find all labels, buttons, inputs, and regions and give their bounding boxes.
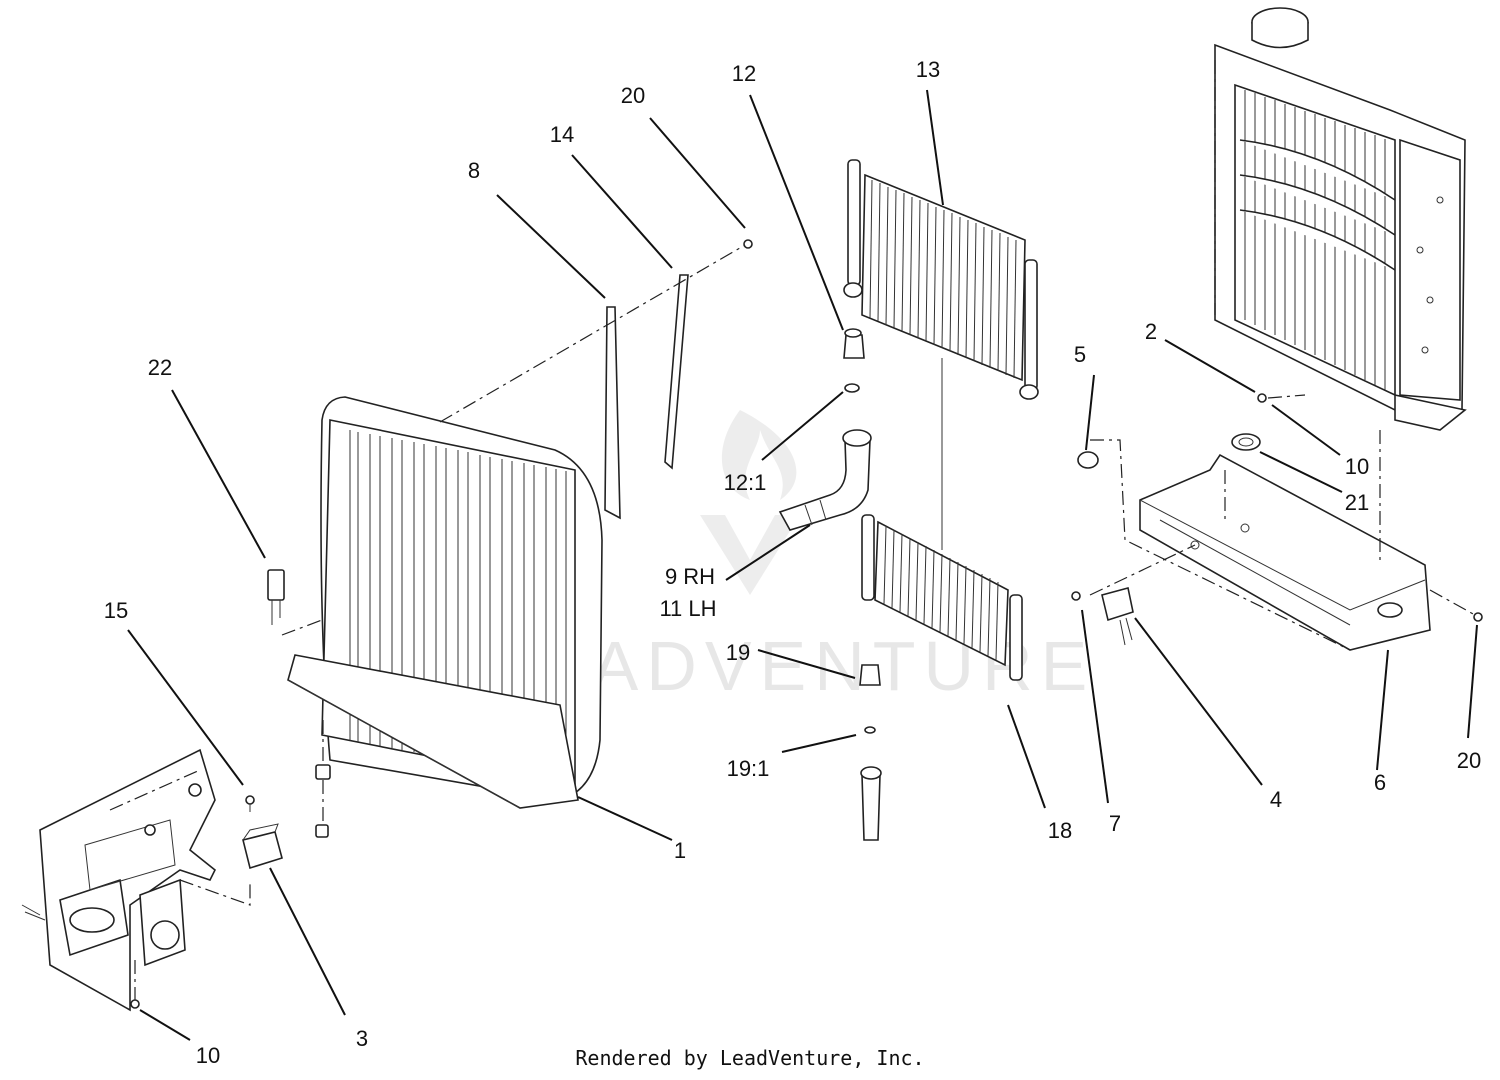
callout-5: 5 xyxy=(1074,342,1086,367)
grommet-21 xyxy=(1231,433,1261,451)
callout-19-1: 19:1 xyxy=(727,756,770,781)
relay-part-3 xyxy=(242,823,283,870)
fitting-12 xyxy=(843,328,865,359)
callout-6: 6 xyxy=(1374,770,1386,795)
frame-bracket xyxy=(21,748,251,1012)
callout-3: 3 xyxy=(356,1026,368,1051)
radiator xyxy=(1214,7,1467,431)
o-ring-12-1 xyxy=(844,383,860,393)
screw-15 xyxy=(245,795,255,812)
callout-19: 19 xyxy=(726,640,750,665)
grille-centerline xyxy=(439,244,746,423)
callout-11-lh: 11 LH xyxy=(659,596,716,621)
callout-22: 22 xyxy=(148,355,172,380)
callout-13: 13 xyxy=(916,57,940,82)
o-ring-19-1 xyxy=(864,726,876,734)
screw-20-right xyxy=(1429,589,1483,622)
watermark-flame-icon xyxy=(700,410,800,595)
callout-8: 8 xyxy=(468,158,480,183)
nut-10-lower xyxy=(130,999,140,1009)
hose-9-11 xyxy=(778,429,872,531)
hose-lower xyxy=(860,766,882,841)
callout-15: 15 xyxy=(104,598,128,623)
callout-10-lower: 10 xyxy=(196,1043,220,1068)
callout-2: 2 xyxy=(1145,319,1157,344)
callout-7: 7 xyxy=(1109,811,1121,836)
seal-strip-8 xyxy=(604,306,621,520)
callout-10-upper: 10 xyxy=(1345,454,1369,479)
screw-7 xyxy=(1071,591,1081,601)
leader-lines xyxy=(127,89,1478,1041)
grille-nut xyxy=(315,720,331,838)
credit-text: Rendered by LeadVenture, Inc. xyxy=(575,1046,924,1070)
callout-20-top: 20 xyxy=(621,83,645,108)
fitting-19 xyxy=(859,664,881,686)
callout-18: 18 xyxy=(1048,818,1072,843)
oil-cooler-18 xyxy=(861,514,1023,681)
nut-10-upper xyxy=(1257,393,1306,403)
latch-part-22 xyxy=(267,569,323,636)
callout-9-rh: 9 RH xyxy=(665,564,715,589)
callout-20-right: 20 xyxy=(1457,748,1481,773)
callout-12-1: 12:1 xyxy=(724,470,767,495)
seal-strip-14 xyxy=(664,274,689,470)
screw-20-top xyxy=(743,239,753,249)
oil-cooler-13 xyxy=(843,159,1039,400)
grille-part xyxy=(287,396,603,809)
callout-21: 21 xyxy=(1345,490,1369,515)
shroud-part-6 xyxy=(1090,430,1431,651)
callout-12: 12 xyxy=(732,61,756,86)
callout-1: 1 xyxy=(674,838,686,863)
callout-4: 4 xyxy=(1270,787,1282,812)
callout-14: 14 xyxy=(550,122,574,147)
relay-part-4 xyxy=(1089,544,1196,646)
plug-part-5 xyxy=(1077,451,1099,469)
